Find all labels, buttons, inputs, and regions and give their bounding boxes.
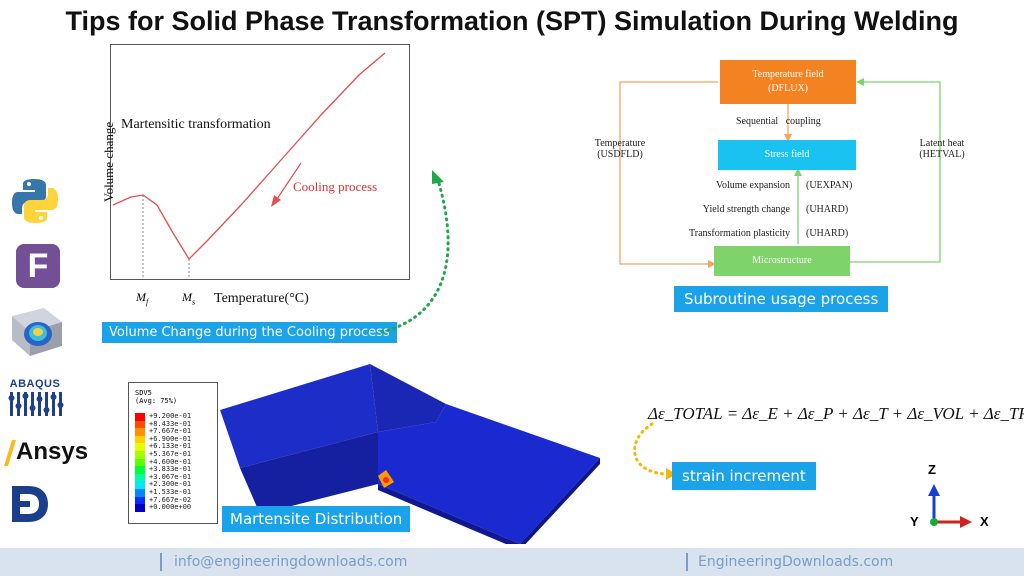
footer-bar: info@engineeringdownloads.com Engineerin… bbox=[0, 548, 1024, 576]
legend-swatch bbox=[135, 458, 145, 467]
footer-divider-right bbox=[686, 553, 688, 571]
footer-email-link[interactable]: info@engineeringdownloads.com bbox=[174, 554, 408, 570]
volume-expansion-label: Volume expansion bbox=[716, 180, 790, 191]
footer-divider-left bbox=[160, 553, 162, 571]
strain-caption: strain increment bbox=[672, 462, 816, 490]
comsol-icon bbox=[8, 306, 64, 358]
legend-value: +7.667e-02 bbox=[149, 495, 192, 504]
legend-swatch bbox=[135, 473, 145, 482]
equation-text: Δε_TOTAL = Δε_E + Δε_P + Δε_T + Δε_VOL +… bbox=[648, 404, 1024, 423]
microstructure-box: Microstructure bbox=[714, 246, 850, 276]
legend-swatch bbox=[135, 466, 145, 475]
page-title: Tips for Solid Phase Transformation (SPT… bbox=[65, 6, 959, 36]
legend-value: +9.200e-01 bbox=[149, 412, 192, 420]
python-icon bbox=[10, 176, 60, 226]
legend-value: +8.433e-01 bbox=[149, 419, 192, 428]
legend-value: +6.133e-01 bbox=[149, 442, 192, 451]
legend-value: +3.067e-01 bbox=[149, 472, 192, 481]
legend-value: +7.667e-01 bbox=[149, 427, 192, 436]
weld-plate-model bbox=[220, 364, 600, 544]
legend-swatch bbox=[135, 443, 145, 452]
flowchart-connectors bbox=[619, 78, 941, 268]
legend-swatch bbox=[135, 420, 145, 429]
axis-triad: Z Y X bbox=[904, 462, 1000, 538]
legend-value: +4.600e-01 bbox=[149, 457, 192, 466]
fea-legend: SDV5 (Avg: 75%) +9.200e-01+8.433e-01+7.6… bbox=[128, 382, 218, 524]
abaqus-text: ABAQUS bbox=[9, 378, 61, 390]
legend-value: +1.533e-01 bbox=[149, 488, 192, 496]
ms-label: Ms bbox=[182, 290, 196, 307]
fortran-logo: F bbox=[16, 244, 60, 288]
ansys-logo: Ansys bbox=[4, 438, 88, 466]
stress-field-box: Stress field bbox=[718, 140, 856, 170]
legend-swatch bbox=[135, 413, 145, 421]
chart-ylabel: Volume change bbox=[101, 121, 116, 203]
footer-website-link[interactable]: EngineeringDownloads.com bbox=[698, 554, 894, 570]
uhard-label-1: (UHARD) bbox=[806, 204, 849, 215]
temperature-field-box: Temperature field (DFLUX) bbox=[720, 60, 856, 104]
yield-strength-label: Yield strength change bbox=[702, 204, 790, 215]
dotted-arrow-yellow bbox=[633, 422, 676, 480]
legend-swatch bbox=[135, 481, 145, 490]
annotation-martensitic: Martensitic transformation bbox=[121, 117, 271, 132]
temperature-usdfld-label: Temperature (USDFLD) bbox=[594, 138, 646, 160]
legend-title: SDV5 bbox=[135, 389, 152, 397]
latent-heat-label: Latent heat (HETVAL) bbox=[919, 138, 965, 160]
chart-xlabel: Temperature(°C) bbox=[214, 291, 309, 306]
axis-y-label: Y bbox=[910, 514, 919, 529]
transformation-plasticity-label: Transformation plasticity bbox=[688, 228, 790, 239]
chart-caption: Volume Change during the Cooling process bbox=[102, 322, 397, 343]
engineeringdownloads-logo-icon bbox=[8, 484, 52, 524]
legend-value: +5.367e-01 bbox=[149, 450, 192, 458]
uhard-label-2: (UHARD) bbox=[806, 228, 849, 239]
sequential-coupling-label: Sequential coupling bbox=[736, 116, 821, 127]
volume-change-chart: Martensitic transformation Cooling proce… bbox=[110, 44, 410, 280]
legend-swatch bbox=[135, 435, 145, 444]
volume-change-curve bbox=[112, 52, 386, 279]
legend-swatch bbox=[135, 451, 145, 459]
legend-value: +6.900e-01 bbox=[149, 434, 192, 443]
legend-swatch bbox=[135, 428, 145, 437]
legend-value: +0.000e+00 bbox=[149, 503, 192, 512]
dotted-arrow-green bbox=[380, 170, 450, 334]
annotation-cooling: Cooling process bbox=[293, 179, 378, 194]
martensite-caption: Martensite Distribution bbox=[222, 506, 411, 532]
abaqus-logo: ABAQUS bbox=[6, 378, 64, 422]
legend-value: +3.833e-01 bbox=[149, 465, 192, 474]
legend-subtitle: (Avg: 75%) bbox=[135, 397, 178, 405]
axis-z-label: Z bbox=[928, 462, 936, 477]
axis-x-label: X bbox=[980, 514, 989, 529]
flowchart-caption: Subroutine usage process bbox=[674, 286, 889, 312]
fortran-letter: F bbox=[27, 247, 49, 285]
legend-swatch bbox=[135, 504, 145, 513]
subroutine-flowchart: Temperature field (DFLUX) Sequential cou… bbox=[584, 54, 984, 284]
legend-swatch bbox=[135, 496, 145, 505]
strain-equation: Δε_TOTAL = Δε_E + Δε_P + Δε_T + Δε_VOL +… bbox=[648, 404, 1024, 424]
mf-label: Mf bbox=[136, 290, 149, 307]
legend-swatch bbox=[135, 489, 145, 497]
legend-value: +2.300e-01 bbox=[149, 480, 192, 489]
ansys-text: Ansys bbox=[16, 438, 89, 465]
uexpan-label: (UEXPAN) bbox=[806, 180, 853, 191]
